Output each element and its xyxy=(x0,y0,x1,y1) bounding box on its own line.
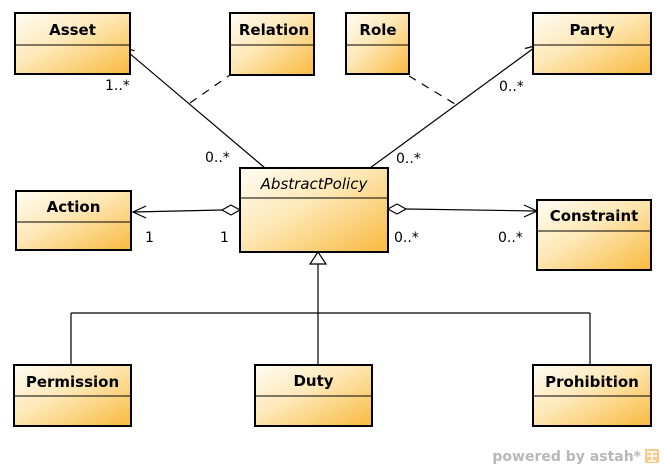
multiplicity-party-policy-end: 0..* xyxy=(396,151,421,167)
class-abstract-policy[interactable]: AbstractPolicy xyxy=(239,167,389,253)
class-name: Permission xyxy=(26,373,119,391)
multiplicity-constraint-policy-end: 0..* xyxy=(394,230,419,246)
watermark-text: powered by astah* xyxy=(492,449,641,465)
class-name: Action xyxy=(47,198,101,216)
multiplicity-asset-end: 1..* xyxy=(105,78,130,94)
class-name: AbstractPolicy xyxy=(260,175,369,193)
aggregation-diamond-constraint xyxy=(386,203,408,215)
multiplicity-action-policy-end: 1 xyxy=(220,230,229,246)
class-asset[interactable]: Asset xyxy=(14,12,131,75)
generalization-tree[interactable] xyxy=(70,250,591,365)
class-name: Role xyxy=(359,21,396,39)
class-constraint[interactable]: Constraint xyxy=(536,199,652,271)
multiplicity-constraint-end: 0..* xyxy=(498,230,523,246)
class-prohibition[interactable]: Prohibition xyxy=(532,364,652,427)
multiplicity-asset-policy-end: 0..* xyxy=(205,150,230,166)
class-action[interactable]: Action xyxy=(15,190,132,251)
class-party[interactable]: Party xyxy=(532,12,652,75)
class-role[interactable]: Role xyxy=(345,12,410,75)
class-permission[interactable]: Permission xyxy=(13,364,132,427)
astah-logo-icon xyxy=(645,449,659,463)
aggregation-diamond-action xyxy=(220,204,242,216)
multiplicity-action-end: 1 xyxy=(145,230,154,246)
aggregation-policy-constraint[interactable] xyxy=(386,203,539,218)
class-name: Party xyxy=(569,21,614,39)
class-duty[interactable]: Duty xyxy=(254,364,373,427)
class-relation[interactable]: Relation xyxy=(229,12,315,76)
class-name: Prohibition xyxy=(545,373,639,391)
generalization-arrowhead xyxy=(308,250,328,265)
multiplicity-party-end: 0..* xyxy=(499,79,524,95)
class-name: Duty xyxy=(293,372,333,390)
association-class-link-relation xyxy=(189,74,231,104)
association-class-link-role xyxy=(408,75,456,105)
aggregation-policy-action[interactable] xyxy=(131,204,242,219)
class-name: Constraint xyxy=(550,207,639,225)
class-name: Relation xyxy=(239,21,309,39)
class-name: Asset xyxy=(49,21,96,39)
